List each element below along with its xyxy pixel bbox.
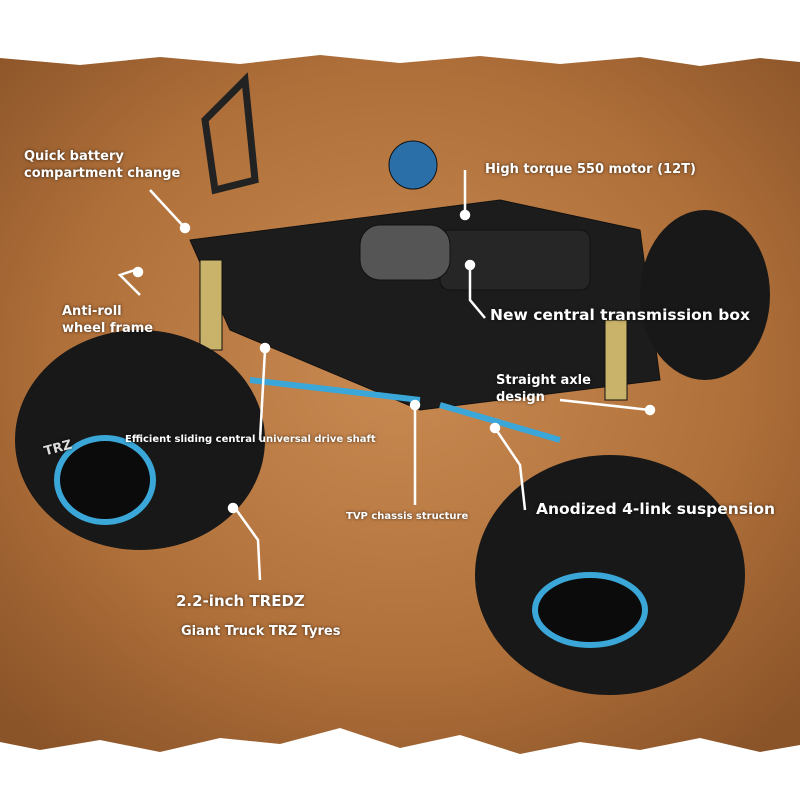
tyre-front-left bbox=[15, 330, 265, 550]
label-antiroll: Anti-roll wheel frame bbox=[62, 303, 153, 337]
label-line: design bbox=[496, 390, 545, 405]
label-line: wheel frame bbox=[62, 321, 154, 336]
label-line: compartment change bbox=[24, 166, 181, 181]
torn-edge-top bbox=[0, 0, 800, 66]
label-chassis: TVP chassis structure bbox=[346, 511, 469, 522]
label-line: Anti-roll bbox=[62, 304, 122, 319]
label-suspension: Anodized 4-link suspension bbox=[536, 500, 776, 518]
tyre-front-right bbox=[475, 455, 745, 695]
label-motor: High torque 550 motor (12T) bbox=[485, 162, 696, 177]
truck-chassis bbox=[189, 72, 661, 443]
tyre-rear-right bbox=[640, 210, 770, 380]
label-tyre-size: 2.2-inch TREDZ bbox=[176, 592, 305, 610]
leader-lines bbox=[117, 170, 656, 581]
torn-edge-bottom bbox=[0, 728, 800, 800]
label-battery: Quick battery compartment change bbox=[24, 148, 180, 182]
label-tyre-name: Giant Truck TRZ Tyres bbox=[181, 624, 341, 639]
label-line: Straight axle bbox=[496, 373, 591, 388]
label-driveshaft: Efficient sliding central universal driv… bbox=[125, 434, 376, 445]
label-axle: Straight axle design bbox=[496, 372, 591, 406]
label-transmission: New central transmission box bbox=[490, 306, 750, 324]
label-line: Quick battery bbox=[24, 149, 124, 164]
